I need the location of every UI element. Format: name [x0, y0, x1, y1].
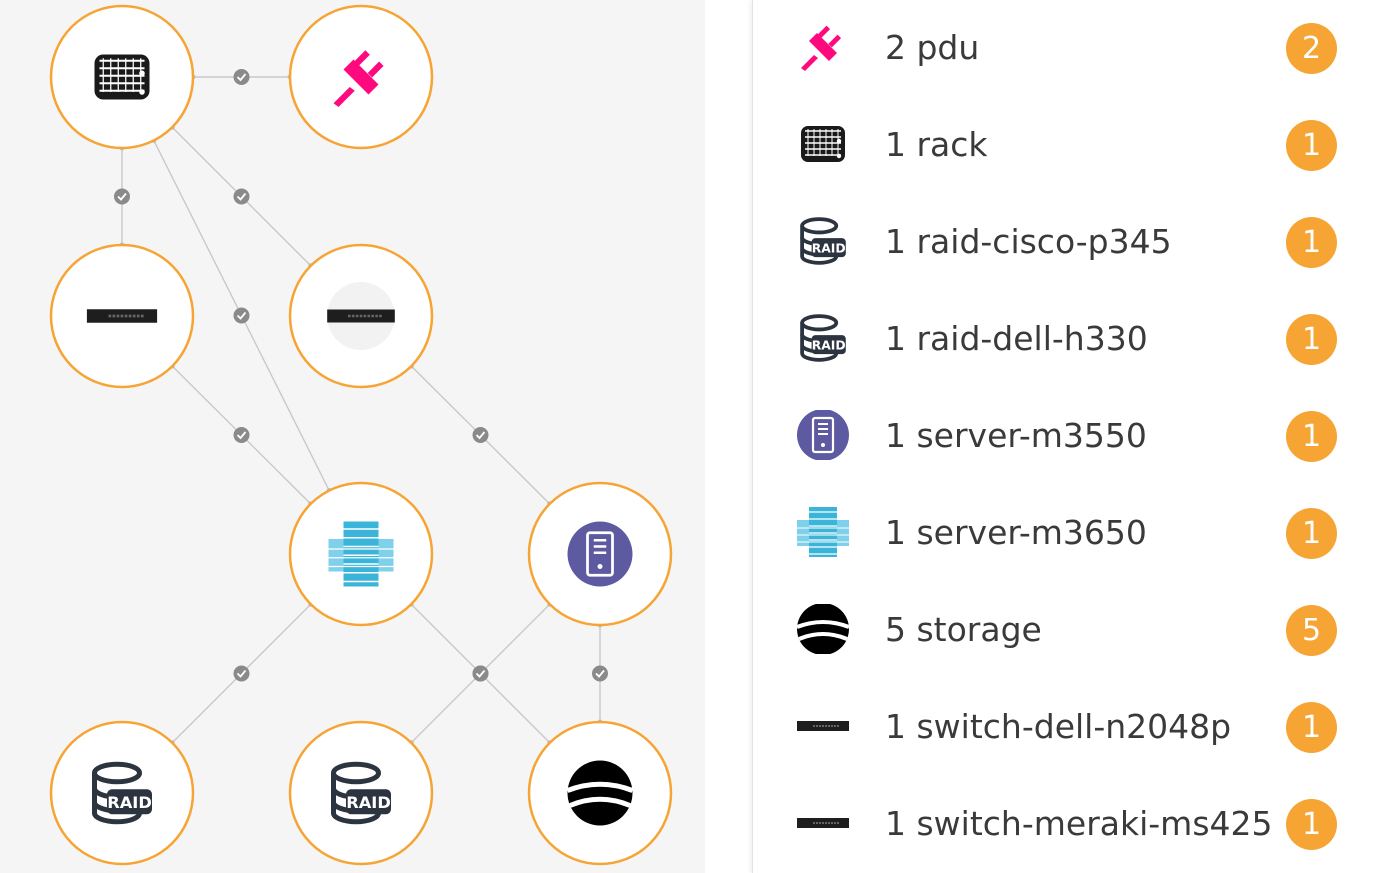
switch-icon — [793, 798, 853, 848]
count-badge: 1 — [1286, 217, 1337, 268]
check-icon — [114, 188, 130, 205]
svg-text:RAID: RAID — [812, 338, 846, 352]
check-icon — [233, 665, 250, 682]
count-badge: 5 — [1286, 605, 1337, 656]
list-item[interactable]: 1 rack 1 — [753, 97, 1378, 194]
check-icon — [233, 69, 250, 85]
count-badge: 1 — [1286, 799, 1337, 850]
node-rack[interactable] — [49, 4, 195, 150]
list-item-label: 5 storage — [885, 610, 1042, 649]
topology-edge — [169, 124, 314, 269]
topology-canvas[interactable]: RAID RAID — [0, 0, 705, 873]
topology-graph[interactable]: RAID RAID — [0, 0, 705, 873]
list-item-label: 1 server-m3650 — [885, 513, 1147, 552]
node-server-m3650[interactable] — [288, 481, 434, 627]
check-icon — [592, 665, 608, 682]
list-item[interactable]: 1 switch-dell-n2048p 1 — [753, 679, 1378, 776]
raid-icon: RAID — [331, 761, 391, 825]
raid-icon: RAID — [793, 216, 853, 266]
rack-icon — [793, 119, 853, 169]
count-badge: 1 — [1286, 120, 1337, 171]
count-badge: 2 — [1286, 23, 1337, 74]
summary-panel: 2 pdu 2 1 rack 1 RAID 1 raid-cisco-p345 … — [752, 0, 1378, 873]
switch-icon-svg — [797, 721, 849, 731]
rack-icon — [94, 54, 150, 100]
count-badge: 1 — [1286, 411, 1337, 462]
topology-edge — [169, 601, 314, 746]
list-item-label: 1 rack — [885, 125, 988, 164]
server-cluster-icon-svg — [797, 506, 849, 558]
check-icon — [472, 665, 489, 682]
list-item[interactable]: 1 server-m3550 1 — [753, 388, 1378, 485]
svg-text:RAID: RAID — [812, 241, 846, 255]
server-icon — [567, 521, 633, 587]
plug-icon — [333, 50, 384, 107]
raid-icon-svg: RAID — [800, 314, 846, 362]
node-raid-dell-h330[interactable]: RAID — [288, 720, 434, 866]
node-raid-cisco-p345[interactable]: RAID — [49, 720, 195, 866]
switch-icon — [327, 309, 395, 323]
list-item[interactable]: 2 pdu 2 — [753, 0, 1378, 97]
list-item-label: 1 server-m3550 — [885, 416, 1147, 455]
node-pdu[interactable] — [288, 4, 434, 150]
list-item[interactable]: 1 switch-meraki-ms425 1 — [753, 776, 1378, 873]
list-item[interactable]: 1 server-m3650 1 — [753, 485, 1378, 582]
storage-icon — [793, 603, 853, 655]
plug-icon — [793, 22, 853, 72]
list-item-label: 1 raid-cisco-p345 — [885, 222, 1172, 261]
server-icon-svg — [797, 409, 849, 461]
server-cluster-icon — [793, 506, 853, 558]
list-item-label: 1 switch-meraki-ms425 — [885, 804, 1273, 843]
raid-icon: RAID — [793, 313, 853, 363]
list-item-label: 1 raid-dell-h330 — [885, 319, 1148, 358]
switch-icon-svg — [797, 818, 849, 828]
topology-edge — [592, 622, 608, 725]
node-switch-meraki-ms425[interactable] — [288, 243, 434, 389]
switch-icon — [86, 309, 158, 323]
check-icon — [472, 427, 489, 443]
svg-text:RAID: RAID — [346, 793, 391, 812]
count-badge: 1 — [1286, 508, 1337, 559]
check-icon — [233, 307, 250, 324]
topology-edge — [169, 363, 314, 507]
topology-edge — [408, 601, 553, 746]
rack-icon-svg — [801, 126, 845, 162]
storage-icon-svg — [796, 603, 850, 655]
count-badge: 1 — [1286, 314, 1337, 365]
raid-icon: RAID — [92, 761, 152, 825]
storage-icon — [566, 760, 634, 826]
node-storage[interactable] — [527, 720, 673, 866]
plug-icon-svg — [801, 25, 842, 71]
list-item-label: 2 pdu — [885, 28, 980, 67]
check-icon — [233, 427, 250, 443]
svg-text:RAID: RAID — [107, 793, 152, 812]
node-server-m3550[interactable] — [527, 481, 673, 627]
node-switch-dell-n2048p[interactable] — [49, 243, 195, 389]
topology-edge — [408, 363, 553, 507]
server-cluster-icon — [328, 521, 394, 587]
list-item[interactable]: RAID 1 raid-dell-h330 1 — [753, 291, 1378, 388]
topology-edge — [114, 145, 130, 248]
list-item-label: 1 switch-dell-n2048p — [885, 707, 1232, 746]
raid-icon-svg: RAID — [800, 217, 846, 265]
server-icon — [793, 409, 853, 461]
switch-icon — [793, 701, 853, 751]
list-item[interactable]: RAID 1 raid-cisco-p345 1 — [753, 194, 1378, 291]
check-icon — [233, 188, 250, 205]
topology-edge — [190, 69, 293, 85]
count-badge: 1 — [1286, 702, 1337, 753]
list-item[interactable]: 5 storage 5 — [753, 582, 1378, 679]
